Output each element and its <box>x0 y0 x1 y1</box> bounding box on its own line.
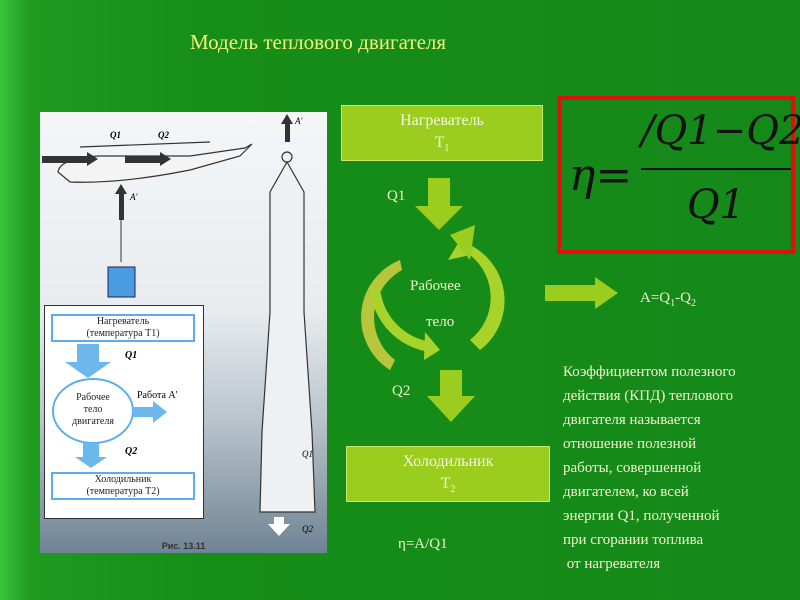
cooler-box: Холодильник T2 <box>346 446 550 502</box>
work-sub2: 2 <box>690 298 696 309</box>
work-formula: A=Q1-Q2 <box>640 290 696 309</box>
cycle-arrow-left <box>361 260 402 370</box>
heater-temp: T <box>434 134 445 151</box>
heater-temp-sub: 1 <box>444 143 450 155</box>
fraction-bar <box>641 168 791 170</box>
scheme-body-l1: Рабочее <box>76 392 110 403</box>
helicopter-q1-label: Q1 <box>110 130 121 140</box>
definition-line: отношение полезной <box>563 436 697 452</box>
scheme-heater-label: Нагреватель <box>96 316 150 327</box>
helicopter-q2-label: Q2 <box>158 130 169 140</box>
definition-line: при сгорании топлива <box>563 532 704 548</box>
textbook-figure: Q1 Q2 A' A' Q1 Q2 Нагреватель (температу… <box>40 112 327 553</box>
work-sub1: 1 <box>670 298 676 309</box>
q2-label: Q2 <box>392 383 411 399</box>
q1-label: Q1 <box>387 188 406 204</box>
heater-label: Нагреватель <box>400 112 484 129</box>
heater-box: Нагреватель T1 <box>341 105 543 161</box>
figure-caption: Рис. 13.11 <box>161 541 206 551</box>
rocket-q2-label: Q2 <box>302 524 313 534</box>
cooler-label: Холодильник <box>402 453 494 470</box>
formula-denominator: Q1 <box>686 182 746 228</box>
work-minus: -Q <box>675 290 691 306</box>
definition-line: действия (КПД) теплового <box>563 388 734 404</box>
helicopter-rocket-illustration: Q1 Q2 A' A' Q1 Q2 <box>42 114 316 536</box>
cycle-arrows <box>361 178 618 422</box>
scheme-body-l2: тело <box>83 404 103 415</box>
formula-eta: η= <box>569 150 633 201</box>
definition-line: работы, совершенной <box>563 460 702 476</box>
rocket-a-label: A' <box>294 116 303 126</box>
scheme-cooler-label: Холодильник <box>94 474 152 485</box>
scheme-cooler: Холодильник (температура T2) <box>51 472 195 500</box>
formula-frame: η= /Q1−Q2/ Q1 <box>557 96 800 254</box>
definition-line: от нагревателя <box>563 556 661 572</box>
work-a: A=Q <box>640 290 671 306</box>
scheme-arrows <box>52 344 167 468</box>
scheme-q1: Q1 <box>125 350 138 361</box>
definition-line: двигателем, ко всей <box>563 484 689 500</box>
cycle-arrow-right <box>448 240 505 350</box>
q2-arrow <box>440 370 462 398</box>
scheme-body-l3: двигателя <box>72 416 114 427</box>
cooler-temp: T <box>440 475 451 492</box>
working-body-label-2: тело <box>426 314 455 330</box>
scheme-heater-temp: (температура T1) <box>86 328 160 339</box>
scheme-working-body: Рабочее тело двигателя <box>61 392 125 428</box>
q1-arrow <box>428 178 450 206</box>
scheme-heater: Нагреватель (температура T1) <box>51 314 195 342</box>
definition-line: энергии Q1, полученной <box>563 508 720 524</box>
slide-title: Модель теплового двигателя <box>190 30 447 54</box>
cooler-temp-sub: 2 <box>450 484 456 496</box>
scheme-cooler-temp: (температура T2) <box>86 486 160 497</box>
work-arrow <box>545 285 595 301</box>
definition-line: двигателя называется <box>563 412 701 428</box>
efficiency-definition: Коэффициентом полезного действия (КПД) т… <box>563 360 798 576</box>
rocket-q1-label: Q1 <box>302 449 313 459</box>
working-body-label: Рабочее <box>410 278 461 294</box>
scheme-q2: Q2 <box>125 446 138 457</box>
scheme-work: Работа A' <box>137 390 178 401</box>
efficiency-short-formula: η=A/Q1 <box>398 536 448 552</box>
definition-line: Коэффициентом полезного <box>563 364 736 380</box>
rocket <box>259 151 316 513</box>
energy-scheme: Нагреватель (температура T1) Q1 Рабочее … <box>44 305 204 519</box>
helicopter-a-label: A' <box>129 192 138 202</box>
cargo-cube <box>107 266 136 298</box>
formula-numerator: /Q1−Q2/ <box>641 108 800 154</box>
